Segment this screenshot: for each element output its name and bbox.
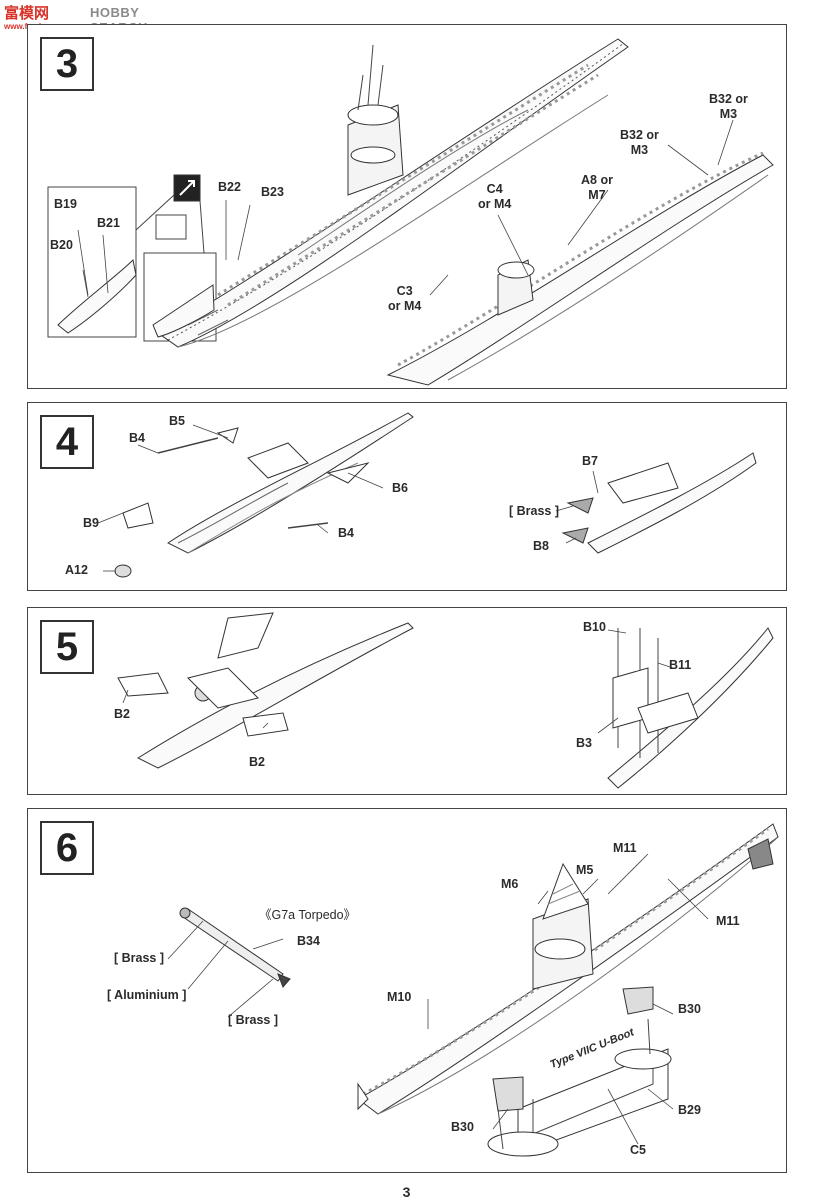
step-3-number: 3 (40, 37, 94, 91)
label-b2-left: B2 (114, 707, 130, 721)
label-b32-or-m3-left: B32 or M3 (620, 128, 659, 157)
label-b4-top: B4 (129, 431, 145, 445)
step-6-number: 6 (40, 821, 94, 875)
label-b23: B23 (261, 185, 284, 199)
label-brass: [ Brass ] (509, 504, 560, 518)
label-b9: B9 (83, 516, 99, 530)
step-5-illustration (117, 612, 774, 789)
label-b2-bottom: B2 (249, 755, 265, 769)
label-b34: B34 (297, 934, 320, 948)
label-m11-top: M11 (613, 841, 637, 855)
label-b30-left: B30 (451, 1120, 474, 1134)
watermark-logo-text: 富模网 (4, 4, 50, 22)
page-number: 3 (402, 1184, 411, 1200)
label-g7a-torpedo: 《G7a Torpedo》 (259, 908, 357, 922)
label-b5: B5 (169, 414, 185, 428)
step-4-number: 4 (40, 415, 94, 469)
label-c5: C5 (630, 1143, 646, 1157)
label-b11: B11 (669, 658, 692, 672)
label-b22: B22 (218, 180, 241, 194)
label-b21: B21 (97, 216, 120, 230)
label-a8-or-m7: A8 or M7 (581, 173, 613, 202)
step-4-illustration (97, 412, 757, 578)
label-m6: M6 (501, 877, 519, 891)
step-5-panel: 5 B2 B2 B10 B11 B3 (27, 607, 787, 795)
step-3-panel: 3 B19 B21 B20 B22 B23 C3 or M4 C4 or M4 … (27, 24, 787, 389)
label-aluminium: [ Aluminium ] (107, 988, 187, 1002)
label-b20: B20 (50, 238, 73, 252)
step-3-illustration (47, 38, 774, 386)
label-b6: B6 (392, 481, 408, 495)
label-c3-or-m4: C3 or M4 (388, 284, 422, 313)
label-b4-bottom: B4 (338, 526, 354, 540)
step-5-number: 5 (40, 620, 94, 674)
step-4-panel: 4 B5 B4 B6 B9 B4 A12 B7 [ Brass ] B8 (27, 402, 787, 591)
label-m10: M10 (387, 990, 412, 1004)
label-c4-or-m4: C4 or M4 (478, 182, 512, 211)
label-m5: M5 (576, 863, 594, 877)
label-b10: B10 (583, 620, 606, 634)
label-b8: B8 (533, 539, 549, 553)
label-b3: B3 (576, 736, 592, 750)
label-brass-bottom: [ Brass ] (228, 1013, 279, 1027)
label-b7: B7 (582, 454, 598, 468)
label-m11-right: M11 (716, 914, 740, 928)
label-a12: A12 (65, 563, 88, 577)
label-b19: B19 (54, 197, 77, 211)
label-b30-right: B30 (678, 1002, 701, 1016)
label-b29: B29 (678, 1103, 701, 1117)
label-brass-top: [ Brass ] (114, 951, 165, 965)
label-b32-or-m3-right: B32 or M3 (709, 92, 748, 121)
step-6-panel: 6 《G7a Torpedo》 B34 [ Brass ] [ Aluminiu… (27, 808, 787, 1173)
step-6-illustration (167, 823, 779, 1157)
